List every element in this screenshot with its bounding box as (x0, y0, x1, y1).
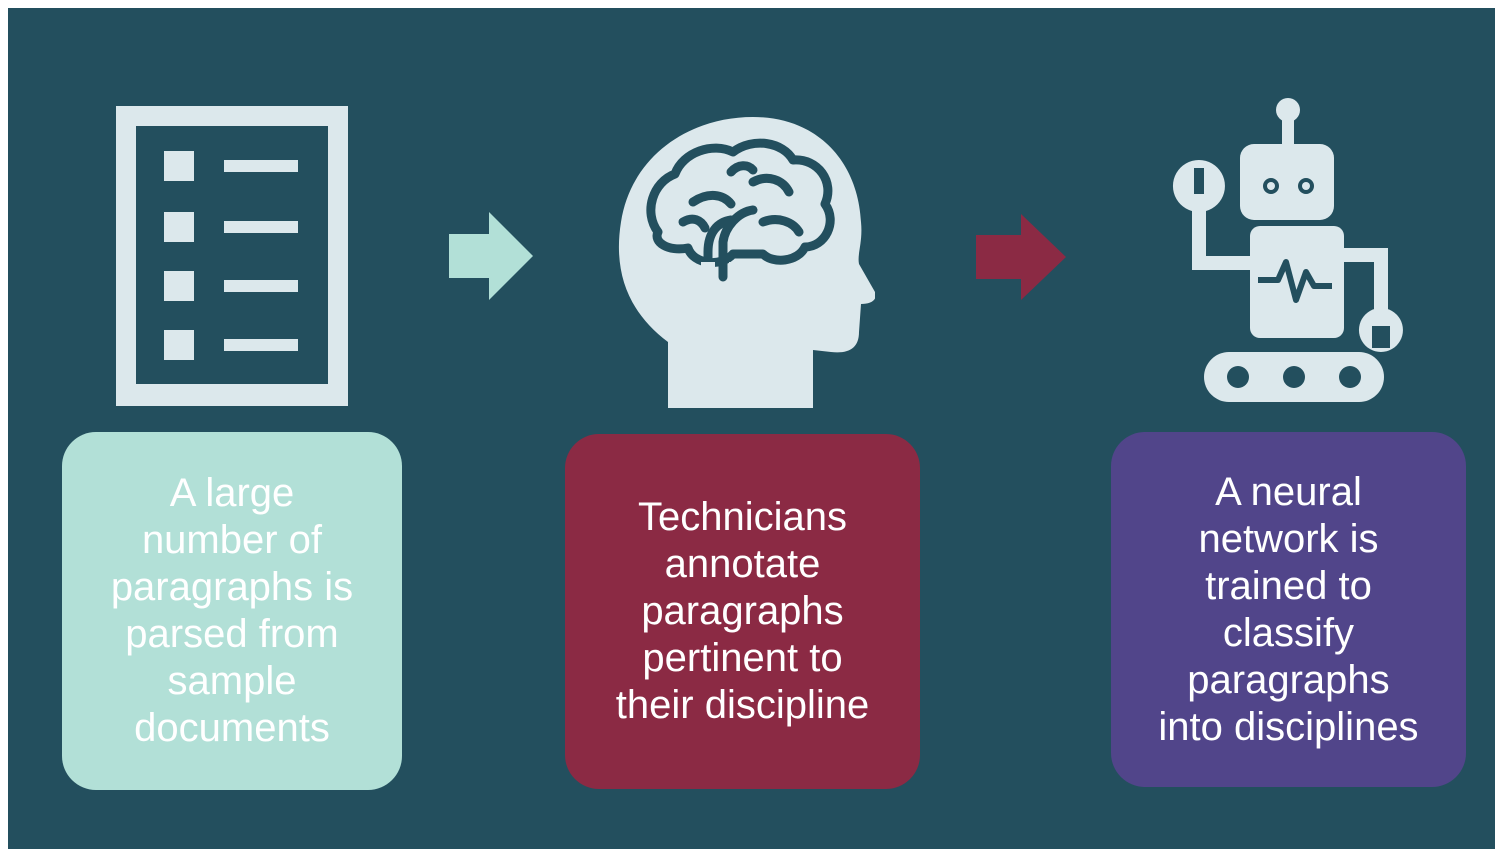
step-box-3: A neural network is trained to classify … (1111, 432, 1466, 787)
step-box-2: Technicians annotate paragraphs pertinen… (565, 434, 920, 789)
step-text-2: Technicians annotate paragraphs pertinen… (615, 495, 870, 727)
diagram-canvas: A large number of paragraphs is parsed f… (8, 8, 1495, 849)
step-text-3: A neural network is trained to classify … (1158, 469, 1419, 749)
document-list-icon (116, 106, 348, 406)
right-arrow-icon (976, 214, 1066, 300)
robot-icon (1172, 98, 1403, 402)
step-text-1: A large number of paragraphs is parsed f… (110, 471, 354, 750)
brain-head-icon (618, 117, 875, 408)
right-arrow-icon (449, 212, 533, 300)
step-box-1: A large number of paragraphs is parsed f… (62, 432, 402, 790)
